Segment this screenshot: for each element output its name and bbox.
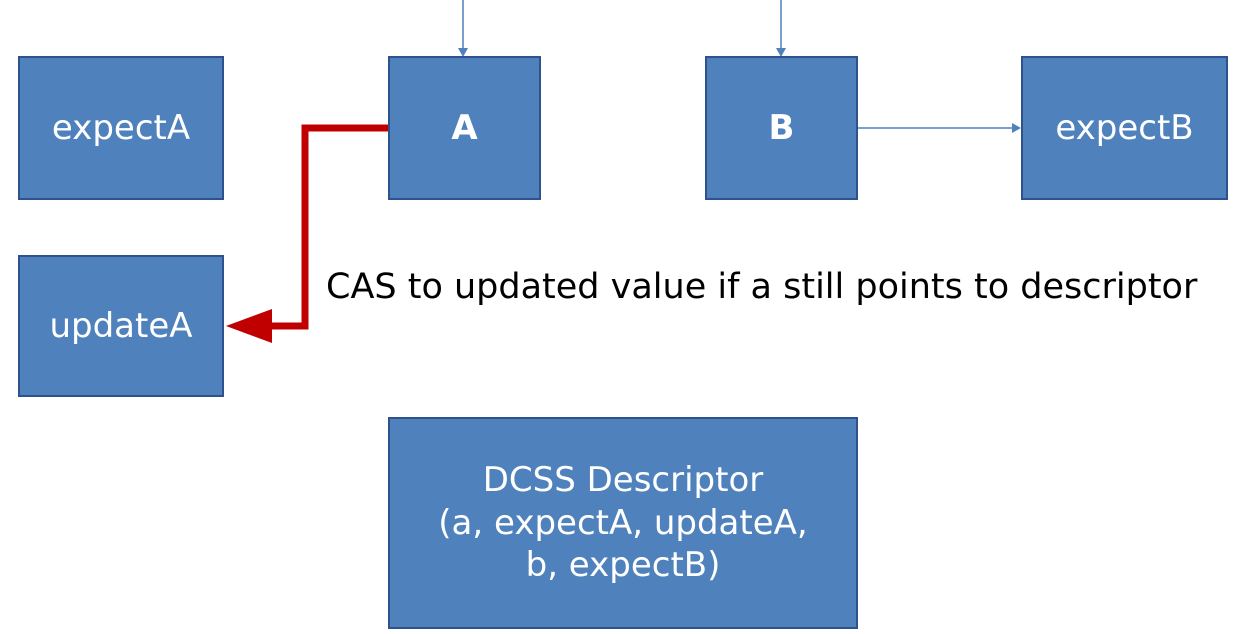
- updatea-label: updateA: [49, 305, 193, 346]
- dcss-descriptor-box: DCSS Descriptor (a, expectA, updateA, b,…: [388, 417, 858, 629]
- dcss-descriptor-text: DCSS Descriptor (a, expectA, updateA, b,…: [438, 459, 807, 587]
- a-label: A: [451, 107, 478, 148]
- cas-arrow: [268, 124, 388, 330]
- descriptor-line-3: b, expectB): [525, 545, 721, 586]
- cas-arrow-head: [226, 309, 272, 343]
- a-box: A: [388, 56, 541, 200]
- updatea-box: updateA: [18, 255, 224, 397]
- b-box: B: [705, 56, 858, 200]
- incoming-arrow-a-head: [458, 48, 468, 57]
- expectb-label: expectB: [1055, 107, 1194, 148]
- descriptor-line-2: (a, expectA, updateA,: [438, 502, 808, 543]
- expecta-label: expectA: [51, 107, 191, 148]
- cas-edge-label: CAS to updated value if a still points t…: [326, 267, 1198, 307]
- expectb-box: expectB: [1021, 56, 1228, 200]
- b-label: B: [768, 107, 795, 148]
- descriptor-line-1: DCSS Descriptor: [482, 460, 764, 501]
- expecta-box: expectA: [18, 56, 224, 200]
- incoming-arrow-b-head: [776, 48, 786, 57]
- b-to-expectb-arrow-head: [1012, 123, 1021, 133]
